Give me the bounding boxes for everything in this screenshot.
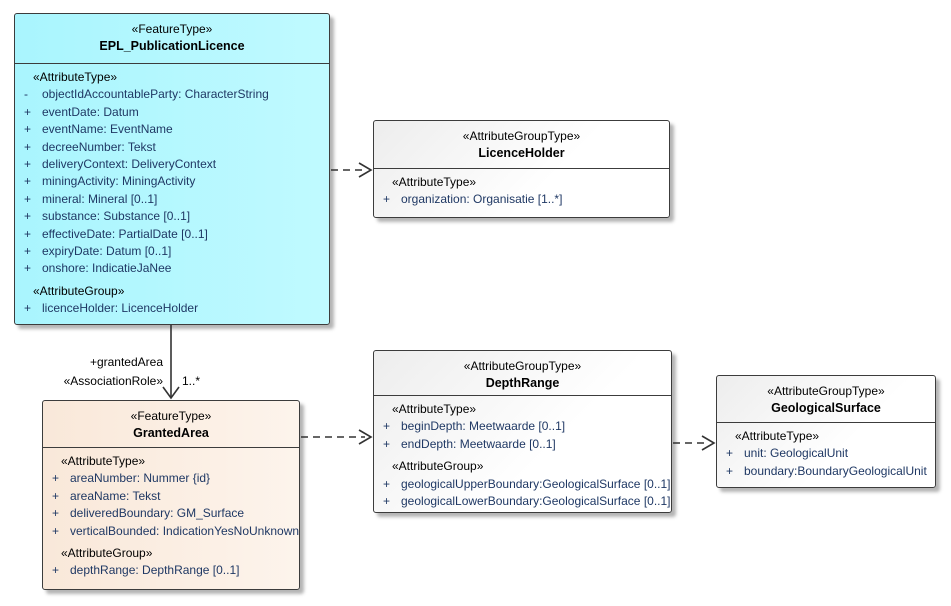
class-name: EPL_PublicationLicence — [99, 39, 245, 53]
class-name: LicenceHolder — [478, 146, 565, 160]
attribute-row: +deliveredBoundary: GM_Surface — [52, 506, 245, 521]
dependency-licenceholder-line[interactable] — [331, 162, 373, 178]
attribute-row: +unit: GeologicalUnit — [726, 446, 849, 461]
class-box-epl-publicationlicence[interactable]: «FeatureType» EPL_PublicationLicence «At… — [14, 13, 330, 325]
section-stereotype: «AttributeType» — [61, 454, 146, 468]
attribute-row: +decreeNumber: Tekst — [24, 139, 156, 154]
attribute-row: +beginDepth: Meetwaarde [0..1] — [383, 419, 566, 434]
association-role-name: +grantedArea — [89, 355, 163, 369]
stereotype-label: «FeatureType» — [131, 22, 213, 36]
section-stereotype: «AttributeType» — [735, 429, 820, 443]
class-box-licenceholder[interactable]: «AttributeGroupType» LicenceHolder «Attr… — [373, 120, 670, 218]
stereotype-label: «AttributeGroupType» — [462, 129, 581, 143]
attribute-row: +endDepth: Meetwaarde [0..1] — [383, 436, 556, 451]
section-stereotype: «AttributeType» — [392, 402, 477, 416]
attribute-compartment: «AttributeType» +areaNumber: Nummer {id}… — [43, 448, 299, 580]
stereotype-label: «AttributeGroupType» — [463, 359, 582, 373]
attribute-row: +geologicalLowerBoundary:GeologicalSurfa… — [383, 493, 671, 508]
attribute-row: +deliveryContext: DeliveryContext — [24, 156, 217, 171]
attribute-compartment: «AttributeType» -objectIdAccountablePart… — [15, 64, 329, 317]
attribute-row: +verticalBounded: IndicationYesNoUnknown — [52, 523, 300, 538]
class-header: «FeatureType» GrantedArea — [43, 401, 299, 448]
class-box-geologicalsurface[interactable]: «AttributeGroupType» GeologicalSurface «… — [716, 375, 936, 488]
class-box-depthrange[interactable]: «AttributeGroupType» DepthRange «Attribu… — [373, 350, 672, 513]
class-name: GeologicalSurface — [771, 401, 881, 415]
attribute-row: +miningActivity: MiningActivity — [24, 174, 196, 189]
association-grantedarea-line[interactable] — [162, 325, 180, 400]
stereotype-label: «FeatureType» — [130, 409, 212, 423]
dependency-depthrange-line[interactable] — [301, 429, 373, 445]
dependency-geologicalsurface-line[interactable] — [673, 435, 716, 451]
attribute-compartment: «AttributeType» +unit: GeologicalUnit +b… — [717, 423, 935, 480]
attribute-row: +onshore: IndicatieJaNee — [24, 261, 172, 276]
attribute-row: +areaName: Tekst — [52, 488, 161, 503]
attribute-compartment: «AttributeType» +organization: Organisat… — [374, 169, 669, 209]
class-name: GrantedArea — [133, 426, 209, 440]
stereotype-label: «AttributeGroupType» — [767, 384, 885, 398]
attribute-row: +mineral: Mineral [0..1] — [24, 191, 158, 206]
section-stereotype: «AttributeGroup» — [392, 459, 484, 474]
class-header: «AttributeGroupType» LicenceHolder — [374, 121, 669, 169]
attribute-row: +organization: Organisatie [1..*] — [383, 192, 563, 207]
association-role-stereotype: «AssociationRole» — [63, 374, 163, 388]
attribute-row: +expiryDate: Datum [0..1] — [24, 243, 172, 258]
attribute-row: +substance: Substance [0..1] — [24, 209, 191, 224]
section-stereotype: «AttributeType» — [392, 175, 477, 189]
class-header: «AttributeGroupType» GeologicalSurface — [717, 376, 935, 423]
attribute-row: +areaNumber: Nummer {id} — [52, 471, 211, 486]
class-header: «FeatureType» EPL_PublicationLicence — [15, 14, 329, 64]
attribute-row: -objectIdAccountableParty: CharacterStri… — [24, 87, 269, 102]
class-name: DepthRange — [485, 376, 560, 390]
attribute-row: +boundary:BoundaryGeologicalUnit — [726, 463, 927, 478]
attribute-row: +depthRange: DepthRange [0..1] — [52, 563, 240, 578]
association-multiplicity: 1..* — [182, 374, 201, 388]
section-stereotype: «AttributeGroup» — [33, 283, 125, 298]
section-stereotype: «AttributeType» — [33, 70, 118, 84]
class-header: «AttributeGroupType» DepthRange — [374, 351, 671, 396]
attribute-row: +eventDate: Datum — [24, 104, 139, 119]
attribute-row: +effectiveDate: PartialDate [0..1] — [24, 226, 208, 241]
class-box-grantedarea[interactable]: «FeatureType» GrantedArea «AttributeType… — [42, 400, 300, 590]
attribute-row: +licenceHolder: LicenceHolder — [24, 301, 199, 316]
attribute-compartment: «AttributeType» +beginDepth: Meetwaarde … — [374, 396, 671, 510]
attribute-row: +geologicalUpperBoundary:GeologicalSurfa… — [383, 476, 671, 491]
section-stereotype: «AttributeGroup» — [61, 545, 153, 560]
attribute-row: +eventName: EventName — [24, 122, 173, 137]
